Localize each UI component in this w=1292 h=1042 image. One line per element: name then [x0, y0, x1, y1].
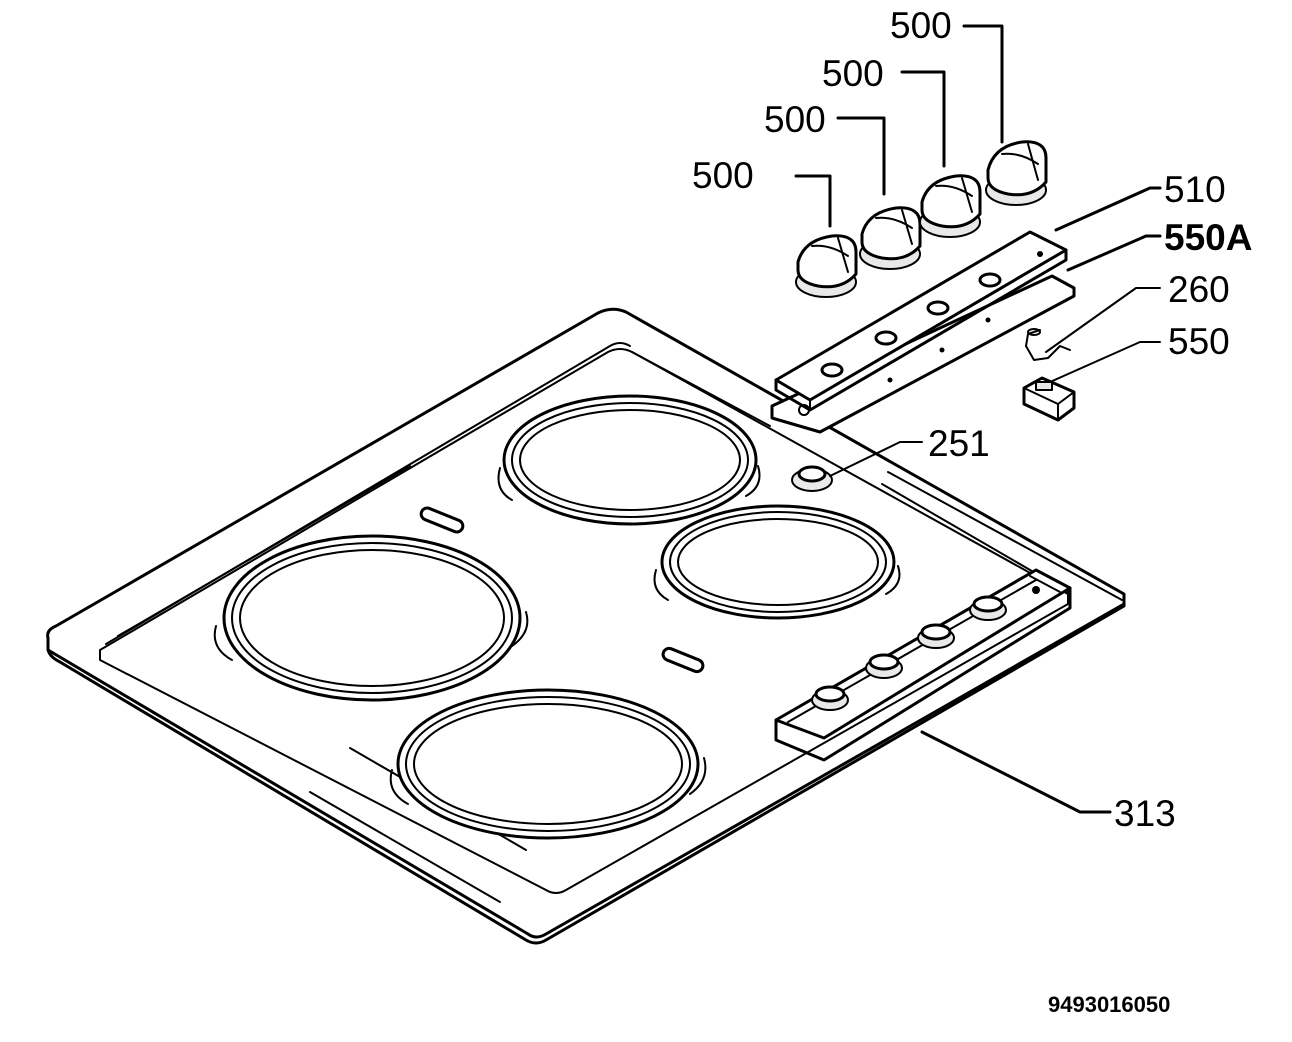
hob-cooktop: [46, 307, 1126, 945]
label-hob: 313: [1114, 793, 1176, 834]
label-knob-4: 500: [692, 155, 754, 196]
mounted-knob: [917, 623, 955, 649]
label-panel: 510: [1164, 169, 1226, 210]
knob-part-1: [795, 234, 858, 298]
cooking-zone-back: [497, 394, 761, 526]
label-knob-2: 500: [822, 53, 884, 94]
label-knob-3: 500: [764, 99, 826, 140]
hob-knobs: [811, 595, 1007, 711]
part-labels: 500 500 500 500 510 550A 260 550 251 313…: [692, 5, 1252, 1017]
label-indicator: 251: [928, 423, 990, 464]
spring-clip: [1025, 328, 1071, 361]
knob-part-2: [859, 206, 922, 270]
connector-block: [1022, 376, 1076, 422]
knob-part-3: [919, 174, 982, 238]
knob-part-4: [985, 140, 1048, 206]
label-knob-1: 500: [890, 5, 952, 46]
cooking-zone-right: [653, 504, 901, 620]
label-panel-back: 550A: [1164, 217, 1252, 258]
document-number: 9493016050: [1048, 992, 1170, 1017]
mounted-knob: [969, 595, 1007, 621]
cooking-zone-front: [389, 688, 707, 840]
cooking-zone-left-large: [213, 534, 529, 702]
mounted-knob: [811, 685, 849, 711]
mounted-knob: [865, 653, 903, 679]
control-panel: [770, 230, 1076, 434]
label-clip: 260: [1168, 269, 1230, 310]
surface-slots: [419, 506, 705, 674]
indicator-light: [791, 465, 833, 492]
label-connector: 550: [1168, 321, 1230, 362]
leader-lines: [794, 24, 1162, 814]
